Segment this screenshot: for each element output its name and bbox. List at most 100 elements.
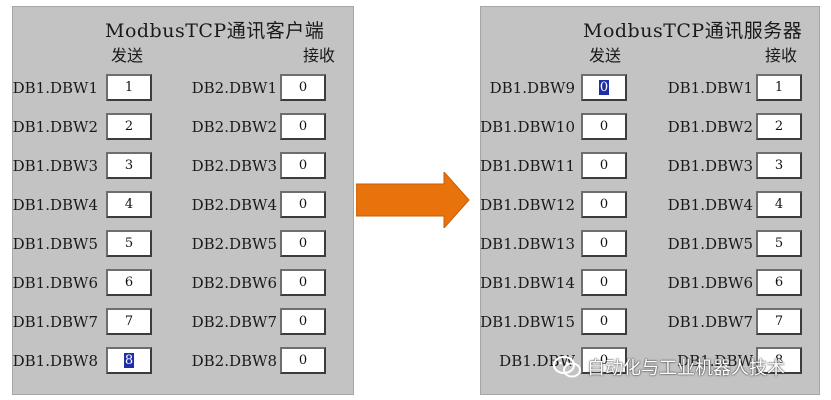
client-recv-label: DB2.DBW8 (191, 352, 277, 370)
server-recv-value-field[interactable]: 1 (756, 74, 802, 101)
server-send-value-field[interactable]: 0 (581, 152, 627, 179)
client-recv-value-field[interactable]: 0 (280, 347, 326, 374)
server-send-label: DB1.DBW12 (480, 196, 575, 214)
client-send-label: DB1.DBW7 (12, 313, 98, 331)
value-text: 0 (298, 314, 308, 329)
client-recv-value-field[interactable]: 0 (280, 308, 326, 335)
value-text: 0 (298, 236, 308, 251)
server-recv-value-field[interactable]: 2 (756, 113, 802, 140)
client-send-header: 发送 (111, 46, 144, 65)
value-text: 0 (298, 353, 308, 368)
client-send-label: DB1.DBW8 (12, 352, 98, 370)
server-send-label: DB1.DBW11 (480, 157, 575, 175)
server-recv-label: DB1.DBW7 (667, 313, 753, 331)
value-text: 0 (298, 197, 308, 212)
client-recv-label: DB2.DBW3 (191, 157, 277, 175)
value-text: 0 (298, 275, 308, 290)
client-send-label: DB1.DBW4 (12, 196, 98, 214)
client-recv-label: DB2.DBW5 (191, 235, 277, 253)
value-text: 1 (124, 80, 134, 95)
client-title: ModbusTCP通讯客户端 (105, 20, 325, 42)
value-text: 0 (599, 158, 609, 173)
client-recv-label: DB2.DBW6 (191, 274, 277, 292)
server-send-value-field[interactable]: 0 (581, 347, 627, 374)
value-text: 0 (298, 80, 308, 95)
server-recv-value-field[interactable]: 8 (756, 347, 802, 374)
client-send-value-field[interactable]: 1 (106, 74, 152, 101)
client-recv-label: DB2.DBW2 (191, 118, 277, 136)
value-text: 0 (599, 275, 609, 290)
watermark-text: 自动化与工业机器人技术 (587, 358, 785, 379)
client-send-value-field[interactable]: 6 (106, 269, 152, 296)
server-send-label: DB1.DBW14 (480, 274, 575, 292)
server-title: ModbusTCP通讯服务器 (583, 20, 803, 42)
value-text: 1 (774, 80, 784, 95)
wechat-icon (553, 356, 581, 378)
server-send-label: DB1.DBW10 (480, 118, 575, 136)
value-text: 6 (774, 275, 784, 290)
client-recv-value-field[interactable]: 0 (280, 152, 326, 179)
client-send-value-field[interactable]: 4 (106, 191, 152, 218)
server-send-value-field[interactable]: 0 (581, 74, 627, 101)
value-text: 0 (599, 314, 609, 329)
value-text: 0 (599, 236, 609, 251)
client-recv-value-field[interactable]: 0 (280, 230, 326, 257)
value-text: 0 (599, 353, 609, 368)
server-send-label: DB1.DBW13 (480, 235, 575, 253)
server-send-header: 发送 (589, 46, 622, 65)
server-send-label: DB1.DBW (499, 352, 575, 370)
server-recv-value-field[interactable]: 3 (756, 152, 802, 179)
client-recv-value-field[interactable]: 0 (280, 74, 326, 101)
server-recv-header: 接收 (765, 46, 798, 65)
value-text: 0 (599, 197, 609, 212)
server-recv-label: DB1.DBW3 (667, 157, 753, 175)
client-send-value-field[interactable]: 8 (106, 347, 152, 374)
server-recv-value-field[interactable]: 6 (756, 269, 802, 296)
value-text: 3 (774, 158, 784, 173)
server-send-value-field[interactable]: 0 (581, 269, 627, 296)
client-recv-header: 接收 (303, 46, 336, 65)
server-recv-label: DB1.DBW2 (667, 118, 753, 136)
server-send-value-field[interactable]: 0 (581, 230, 627, 257)
value-text: 2 (774, 119, 784, 134)
server-recv-value-field[interactable]: 4 (756, 191, 802, 218)
server-send-label: DB1.DBW15 (480, 313, 575, 331)
value-text: 4 (774, 197, 784, 212)
server-send-value-field[interactable]: 0 (581, 113, 627, 140)
client-recv-value-field[interactable]: 0 (280, 113, 326, 140)
value-text: 5 (124, 236, 134, 251)
value-text: 8 (774, 353, 784, 368)
client-send-value-field[interactable]: 2 (106, 113, 152, 140)
value-text: 4 (124, 197, 134, 212)
value-text: 3 (124, 158, 134, 173)
server-recv-label: DB1.DBW1 (667, 79, 753, 97)
client-send-value-field[interactable]: 3 (106, 152, 152, 179)
client-send-label: DB1.DBW1 (12, 79, 98, 97)
right-arrow-icon (356, 172, 470, 228)
client-send-label: DB1.DBW6 (12, 274, 98, 292)
watermark: 自动化与工业机器人技术 (553, 352, 785, 382)
client-send-value-field[interactable]: 7 (106, 308, 152, 335)
server-send-label: DB1.DBW9 (489, 79, 575, 97)
value-text: 0 (599, 119, 609, 134)
server-send-value-field[interactable]: 0 (581, 191, 627, 218)
value-text: 6 (124, 275, 134, 290)
server-recv-label: DB1.DBW6 (667, 274, 753, 292)
value-text: 7 (124, 314, 134, 329)
client-send-value-field[interactable]: 5 (106, 230, 152, 257)
client-send-label: DB1.DBW3 (12, 157, 98, 175)
client-recv-value-field[interactable]: 0 (280, 269, 326, 296)
server-recv-value-field[interactable]: 7 (756, 308, 802, 335)
client-recv-value-field[interactable]: 0 (280, 191, 326, 218)
server-recv-label: DB1.DBW5 (667, 235, 753, 253)
client-recv-label: DB2.DBW4 (191, 196, 277, 214)
value-text: 0 (598, 80, 610, 95)
value-text: 7 (774, 314, 784, 329)
server-recv-label: DB1.DBW4 (667, 196, 753, 214)
server-recv-value-field[interactable]: 5 (756, 230, 802, 257)
client-recv-label: DB2.DBW1 (191, 79, 277, 97)
client-recv-label: DB2.DBW7 (191, 313, 277, 331)
server-send-value-field[interactable]: 0 (581, 308, 627, 335)
